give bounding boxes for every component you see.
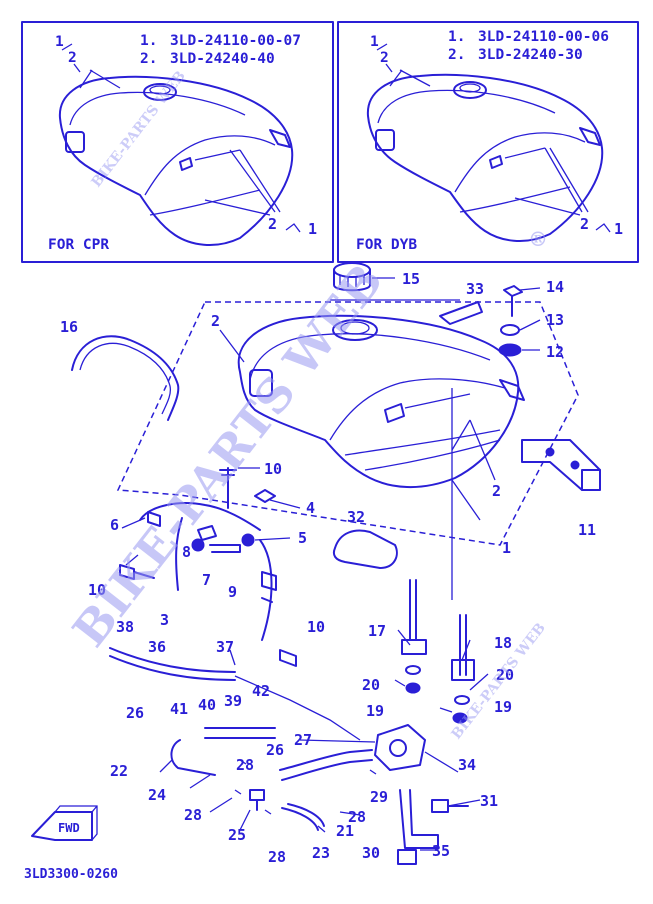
callout-28d: 28	[348, 808, 366, 826]
fuel-tank	[237, 299, 525, 488]
inset-cpr-item-2-no: 2.	[140, 51, 157, 67]
inset-cpr-item-2-part: 3LD-24240-40	[170, 51, 275, 67]
tank-assembly-boundary	[116, 301, 579, 546]
inset-cpr: 1 2 1. 3LD-24110-00-07 2. 3LD-24240-40 2…	[48, 33, 317, 253]
callout-27: 27	[294, 731, 312, 749]
callout-35: 35	[432, 842, 450, 860]
pad-32	[332, 529, 398, 569]
tank-bolt-stack	[498, 285, 541, 357]
callout-7: 7	[202, 571, 211, 589]
inset-cpr-item-1-no: 1.	[140, 33, 157, 49]
callout-19b: 19	[494, 698, 512, 716]
inset-dyb-item-2-part: 3LD-24240-30	[478, 47, 583, 63]
inset-dyb-item-1-no: 1.	[448, 29, 465, 45]
inset-cpr-callout-2a: 2	[268, 215, 277, 233]
inset-cpr-mark-2: 2	[68, 50, 77, 66]
callout-9: 9	[228, 583, 237, 601]
mount-bracket	[521, 439, 601, 491]
petcock-assembly	[401, 388, 475, 724]
callout-39: 39	[224, 692, 242, 710]
callout-18: 18	[494, 634, 512, 652]
callout-23: 23	[312, 844, 330, 862]
inset-dyb-tank-drawing	[366, 69, 611, 242]
watermark-reg-mark: ®	[528, 227, 548, 251]
inset-cpr-tank-drawing	[58, 69, 301, 246]
callout-25: 25	[228, 826, 246, 844]
callout-2a: 2	[211, 312, 220, 330]
callout-17: 17	[368, 622, 386, 640]
callout-33: 33	[466, 280, 484, 298]
callout-20b: 20	[496, 666, 514, 684]
callout-13: 13	[546, 311, 564, 329]
callout-15: 15	[402, 270, 420, 288]
callout-31: 31	[480, 792, 498, 810]
fuel-pump	[374, 724, 469, 865]
lower-hoses	[170, 727, 377, 831]
callout-37: 37	[216, 638, 234, 656]
callout-5: 5	[298, 529, 307, 547]
callout-24: 24	[148, 786, 166, 804]
callout-10b: 10	[88, 581, 106, 599]
inset-cpr-item-1-part: 3LD-24110-00-07	[170, 33, 301, 49]
inset-cpr-caption: FOR CPR	[48, 237, 109, 253]
callout-32: 32	[347, 508, 365, 526]
inset-dyb: 1 2 1. 3LD-24110-00-06 2. 3LD-24240-30 2…	[356, 29, 623, 253]
callout-19a: 19	[366, 702, 384, 720]
fuel-cap	[333, 262, 395, 292]
reference-code: 3LD3300-0260	[24, 867, 118, 882]
callout-6: 6	[110, 516, 119, 534]
callout-26b: 26	[266, 741, 284, 759]
callout-38: 38	[116, 618, 134, 636]
callout-8: 8	[182, 543, 191, 561]
callout-29: 29	[370, 788, 388, 806]
callout-numbers: 1 2 2 3 4 5 6 7 8 9 10 10 10 11 12 13 14…	[60, 270, 596, 866]
pad-33	[439, 301, 483, 325]
leader-lines	[121, 329, 496, 851]
fuel-hose-36	[109, 647, 361, 741]
fwd-label: FWD	[58, 821, 80, 835]
callout-41: 41	[170, 700, 188, 718]
callout-36: 36	[148, 638, 166, 656]
callout-22: 22	[110, 762, 128, 780]
inset-cpr-callout-1: 1	[308, 220, 317, 238]
callout-1: 1	[502, 539, 511, 557]
callout-2b: 2	[492, 482, 501, 500]
callout-16: 16	[60, 318, 78, 336]
callout-12: 12	[546, 343, 564, 361]
callout-14: 14	[546, 278, 564, 296]
callout-10a: 10	[264, 460, 282, 478]
inset-dyb-item-2-no: 2.	[448, 47, 465, 63]
callout-3: 3	[160, 611, 169, 629]
callout-11: 11	[578, 521, 596, 539]
callout-28a: 28	[236, 756, 254, 774]
inset-dyb-callout-2a: 2	[580, 215, 589, 233]
callout-10c: 10	[307, 618, 325, 636]
inset-dyb-callout-1: 1	[614, 220, 623, 238]
callout-21: 21	[336, 822, 354, 840]
breather-hose-16	[71, 335, 180, 421]
inset-cpr-mark-1: 1	[55, 34, 64, 50]
forward-arrow: FWD	[31, 805, 98, 841]
callout-40: 40	[198, 696, 216, 714]
callout-20a: 20	[362, 676, 380, 694]
callout-34: 34	[458, 756, 476, 774]
inset-dyb-mark-2: 2	[380, 50, 389, 66]
callout-28b: 28	[184, 806, 202, 824]
inset-dyb-caption: FOR DYB	[356, 237, 417, 253]
watermark-small-text-1: BIKE-PARTS WEB	[89, 68, 190, 190]
fuel-line-assembly	[119, 467, 297, 667]
inset-dyb-item-1-part: 3LD-24110-00-06	[478, 29, 609, 45]
callout-30: 30	[362, 844, 380, 862]
inset-frames	[21, 21, 639, 263]
callout-28c: 28	[268, 848, 286, 866]
callout-26a: 26	[126, 704, 144, 722]
callout-4: 4	[306, 499, 315, 517]
callout-42: 42	[252, 682, 270, 700]
inset-dyb-mark-1: 1	[370, 34, 379, 50]
